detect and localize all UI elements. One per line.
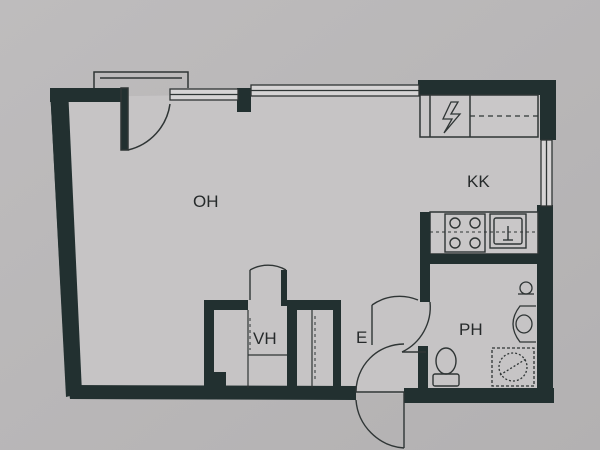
vh-north-wall-right — [287, 300, 333, 310]
shower-drain-circle — [498, 352, 528, 382]
storage-room — [204, 264, 341, 388]
entrance-door-swing-inner — [355, 343, 405, 393]
entrance-closet-door-swing — [371, 295, 419, 306]
vh-corner-block — [204, 372, 226, 388]
basin-icon — [512, 305, 536, 343]
balcony-door-leaf — [120, 87, 129, 151]
shower-area — [491, 347, 535, 387]
stove-body — [444, 213, 486, 253]
wall-north-right — [418, 80, 556, 95]
room-label-ph: PH — [459, 320, 483, 339]
wall-west-body — [50, 88, 82, 397]
floor-area — [66, 90, 541, 395]
room-label-kk: KK — [467, 172, 490, 191]
outer-walls — [50, 80, 556, 403]
vh-west-wall — [204, 300, 214, 388]
room-label-vh: VH — [253, 329, 277, 348]
vh-east-wall — [287, 300, 297, 388]
window-pier — [237, 88, 251, 112]
stove-burner-3 — [449, 237, 461, 249]
sink-basin-outer — [489, 213, 527, 249]
entrance — [355, 295, 419, 449]
sink-basin-inner — [493, 217, 523, 245]
kitchen-partition-wall — [420, 212, 430, 264]
bathroom — [401, 254, 540, 392]
entrance-door-swing — [355, 399, 405, 449]
kitchen-lower-counter — [429, 211, 539, 255]
wall-south-left — [68, 385, 356, 400]
balcony-door — [93, 71, 189, 151]
shower-head-icon — [518, 281, 534, 295]
vh-north-wall-left — [204, 300, 248, 310]
stove-burner-1 — [449, 217, 461, 229]
closet-east-wall — [333, 300, 341, 388]
wall-north-left — [50, 88, 122, 102]
bathroom-door-swing — [401, 301, 431, 353]
balcony-threshold — [93, 71, 189, 88]
wall-east-upper — [540, 80, 556, 140]
bathroom-north-wall — [420, 254, 540, 264]
vh-door-leaf — [281, 270, 287, 306]
shower-icon — [491, 347, 535, 387]
bathroom-west-wall-lower — [418, 346, 428, 392]
lightning-bolt-icon — [441, 101, 462, 134]
stove-burner-2 — [469, 217, 481, 229]
stove-burner-4 — [469, 237, 481, 249]
room-label-oh: OH — [193, 192, 219, 211]
vh-door-swing — [249, 264, 287, 271]
kitchen — [419, 94, 539, 264]
wall-east-lower — [537, 205, 553, 403]
basin-bowl — [512, 305, 536, 343]
room-label-e: E — [356, 328, 367, 347]
wall-south-right — [404, 388, 554, 403]
shower-slope-line — [499, 358, 527, 376]
sink-icon — [489, 213, 527, 249]
east-window — [540, 139, 553, 207]
toilet-bowl — [435, 347, 457, 375]
balcony-door-swing — [127, 103, 171, 151]
stove-icon — [444, 213, 486, 253]
toilet-icon — [432, 347, 460, 387]
north-window — [169, 84, 420, 101]
basin-inner — [515, 314, 533, 334]
bathroom-west-wall-upper — [420, 254, 430, 302]
